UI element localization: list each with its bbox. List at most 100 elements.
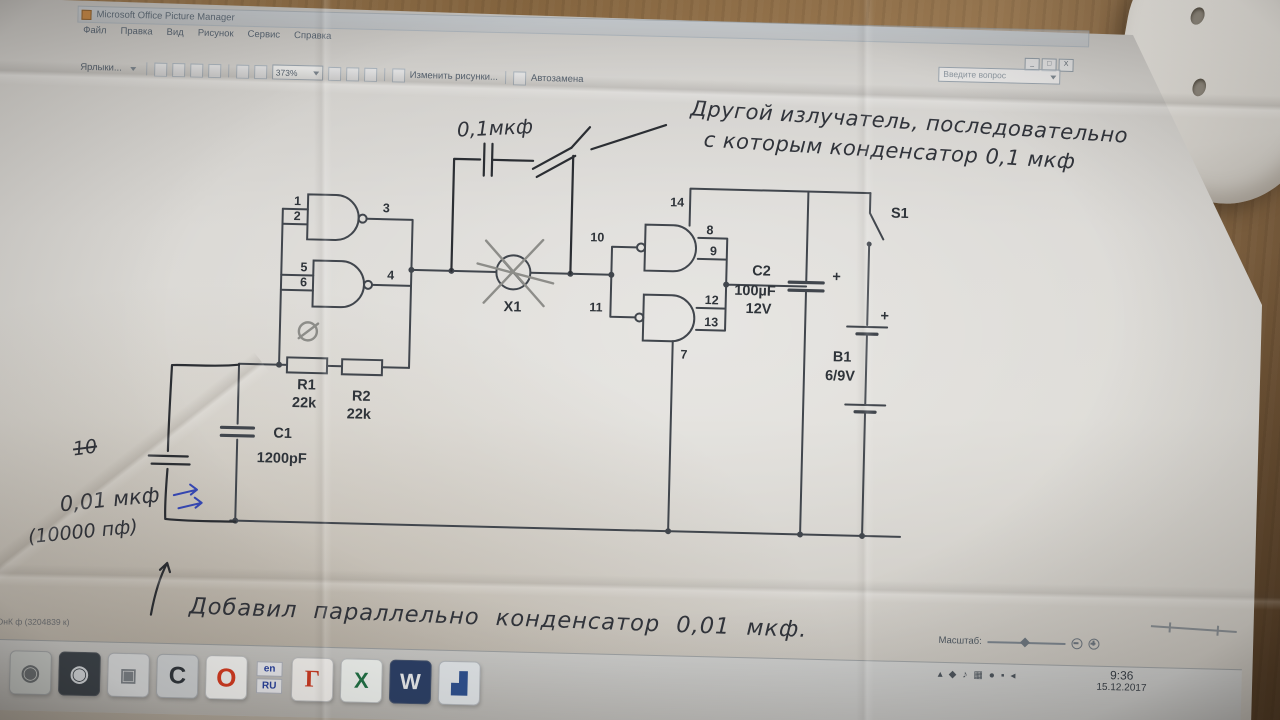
window-title: Microsoft Office Picture Manager	[96, 9, 235, 24]
pin-label-3: 3	[383, 201, 390, 215]
label-c2-plus: +	[832, 269, 841, 285]
battery-b1-long-plates	[844, 325, 889, 407]
toolbar-icon	[327, 66, 341, 81]
tray-icon: ▦	[973, 669, 983, 681]
circuit-schematic: 1 2 3 5 6 4 14 8 9 10 11 12 13 7 X1 C2 1…	[147, 123, 909, 616]
zoom-value: 373%	[275, 67, 298, 78]
chart-app-icon: ▟	[437, 660, 481, 706]
label-c2: C2	[752, 263, 771, 279]
app-icon	[81, 9, 92, 20]
zoom-in-icon	[1088, 638, 1100, 650]
label-r2: R2	[352, 388, 371, 404]
toolbar-icon	[345, 66, 359, 82]
dropdown-arrow-icon	[1050, 74, 1057, 80]
label-x1: X1	[503, 299, 521, 315]
excel-icon: X	[339, 658, 383, 704]
word-icon: W	[388, 659, 432, 705]
edit-pictures-button: Изменить рисунки...	[409, 69, 499, 83]
dropdown-arrow-icon	[129, 66, 136, 71]
component-symbols	[219, 193, 889, 438]
nand-gate-2	[311, 259, 365, 309]
label-b1-plus: +	[880, 308, 889, 324]
pin-label-8: 8	[706, 223, 713, 237]
extra-emitter-symbol	[531, 146, 577, 179]
pencil-arrow	[149, 561, 172, 616]
search-placeholder: Введите вопрос	[943, 68, 1007, 81]
photo-app-icon: ◉	[8, 650, 52, 696]
handwritten-crossed-value: 10	[71, 435, 99, 461]
scale-label: Масштаб:	[938, 634, 982, 647]
toolbar-icon	[235, 64, 249, 79]
capacitor-01uf-symbol	[482, 142, 494, 177]
label-s1: S1	[891, 206, 909, 222]
pin-label-14: 14	[670, 195, 684, 209]
inverter-bubble	[636, 242, 647, 253]
separator	[504, 71, 507, 85]
app-icon-g: Г	[290, 657, 334, 703]
menu-item-tools: Сервис	[247, 28, 281, 41]
camera-app-icon: ◉	[57, 651, 101, 697]
hand-drawn-added-capacitor	[147, 363, 241, 523]
pin-label-7: 7	[680, 347, 687, 361]
menu-item-picture: Рисунок	[197, 27, 234, 40]
clock: 9:36 15.12.2017	[1096, 668, 1147, 694]
tray-icon: ●	[988, 670, 996, 682]
piezo-x1-symbol	[495, 254, 532, 291]
pencil-circle-slash	[297, 321, 320, 342]
shortcuts-button: Ярлыки...	[80, 61, 122, 74]
capacitor-c2-symbol	[787, 280, 825, 293]
pencil-cross-out-x1	[476, 238, 555, 308]
toolbar-icon	[189, 62, 203, 78]
pin-label-11: 11	[589, 300, 603, 314]
pin-label-5: 5	[300, 260, 307, 274]
menu-item-file: Файл	[83, 24, 107, 37]
capacitor-c1-symbol	[219, 425, 256, 438]
zoom-control: 373%	[271, 64, 323, 81]
secondary-slider	[1150, 620, 1237, 636]
handwritten-cap-top: 0,1мкф	[456, 114, 534, 142]
zoom-out-icon	[1071, 638, 1083, 650]
nand-gate-4	[641, 293, 696, 343]
menu-item-view: Вид	[166, 26, 184, 39]
pin-labels: 1 2 3 5 6 4 14 8 9 10 11 12 13 7	[294, 194, 719, 362]
tray-icon: ♪	[962, 669, 968, 681]
clock-time: 9:36	[1109, 668, 1134, 683]
pin-label-4: 4	[387, 268, 394, 282]
label-c1-value: 1200pF	[257, 450, 307, 467]
nand-gate-3	[643, 223, 697, 273]
component-labels: X1 C2 100µF 12V + S1 B1 6/9V + R1 22k R2…	[257, 206, 909, 468]
label-r1-value: 22k	[292, 395, 318, 412]
language-bottom: RU	[256, 678, 283, 694]
browser-icon: C	[155, 653, 199, 699]
quick-launch-icons: ◉ ◉ ▣ C O en RU Г X W ▟	[8, 650, 481, 706]
pin-label-10: 10	[590, 230, 604, 244]
autocorrect-button: Автозамена	[530, 72, 584, 86]
toolbar-icon	[153, 62, 167, 77]
opera-icon: O	[204, 654, 248, 700]
corner-small-text: ЮнК ф (3204839 к)	[0, 616, 70, 627]
nand-gate-1	[306, 193, 360, 242]
pin-label-13: 13	[704, 315, 718, 329]
pin-label-2: 2	[294, 209, 301, 223]
menu-item-help: Справка	[293, 29, 332, 42]
toolbar-icon	[253, 64, 267, 79]
handwritten-cap-left-alt: (10000 пф)	[27, 515, 139, 549]
label-b1-value: 6/9V	[825, 368, 856, 385]
separator	[227, 64, 229, 78]
clock-date: 15.12.2017	[1096, 681, 1147, 694]
dropdown-arrow-icon	[312, 70, 319, 76]
autocorrect-icon	[512, 70, 527, 86]
zoom-slider-handle	[1020, 637, 1031, 647]
pin-label-1: 1	[294, 194, 301, 208]
battery-b1-short-plates	[853, 332, 879, 414]
label-r2-value: 22k	[347, 406, 373, 423]
printed-wires	[229, 187, 902, 538]
inverter-bubble	[634, 312, 645, 323]
app-icon: ▣	[106, 652, 150, 698]
label-c2-value: 100µF	[734, 283, 776, 300]
blue-ink-arrows	[172, 483, 203, 510]
tray-icon: ▪	[1000, 670, 1005, 682]
